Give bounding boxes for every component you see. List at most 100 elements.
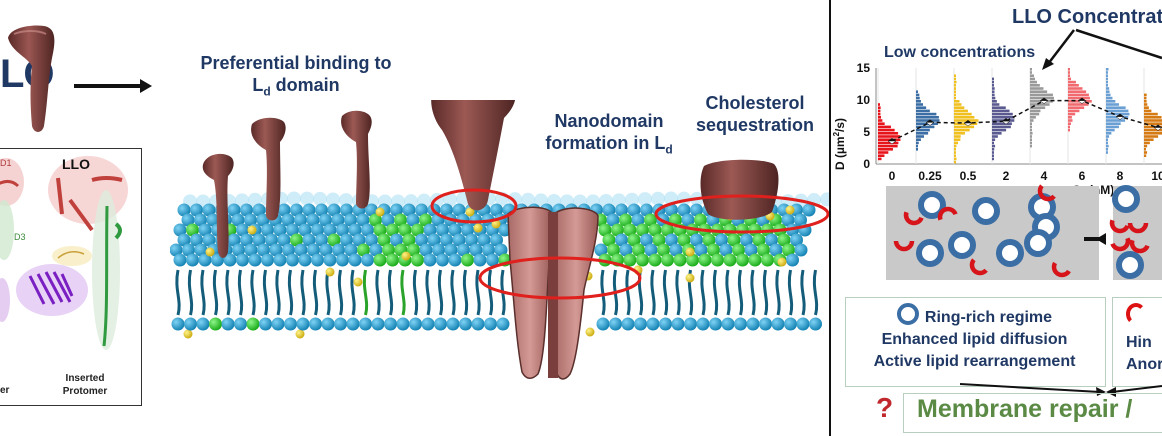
- lipid-head-ld: [452, 203, 466, 217]
- histogram-bin: [954, 90, 956, 93]
- lipid-head-ld: [271, 317, 285, 331]
- lipid-head-lo: [373, 223, 387, 237]
- y-axis-label: D (µm2/s): [832, 117, 847, 170]
- lipid-head-ld: [721, 317, 735, 331]
- lipid-head-ld: [190, 233, 203, 247]
- histogram-bin: [1030, 112, 1040, 116]
- lipid-tail: [350, 269, 356, 316]
- histogram-bin: [992, 77, 994, 81]
- histogram-bin: [954, 151, 956, 154]
- lipid-head-ld: [709, 317, 722, 331]
- lipid-head-ld: [681, 213, 695, 227]
- histogram-bin: [1068, 122, 1071, 125]
- ring-rich-regime-box: [845, 297, 1106, 387]
- lipid-head-ld: [356, 213, 370, 227]
- lipid-head-ld: [427, 233, 441, 247]
- lipid-tail: [262, 269, 269, 316]
- histogram-bin: [1144, 144, 1148, 148]
- histogram-bin: [916, 109, 930, 113]
- lipid-head-ld: [323, 253, 337, 267]
- histogram-bin: [992, 103, 1000, 106]
- lipid-head-lo: [702, 233, 716, 247]
- lipid-head-ld: [171, 317, 185, 331]
- lipid-head-lo: [186, 223, 199, 237]
- histogram-bin: [1030, 87, 1044, 90]
- lipid-tail: [612, 269, 619, 316]
- histogram-bin: [954, 116, 975, 119]
- lipid-tail: [625, 269, 631, 316]
- lipid-head-lo: [386, 223, 399, 237]
- histogram-bin: [1106, 138, 1108, 141]
- histogram-bin: [878, 151, 889, 154]
- lipid-head-ld: [311, 253, 324, 267]
- lipid-head-ld: [273, 223, 287, 237]
- histogram-bin: [954, 96, 956, 100]
- histogram-bin: [916, 112, 937, 116]
- lipid-tail: [762, 269, 769, 316]
- histogram-bin: [954, 119, 979, 122]
- histogram-bin: [878, 119, 883, 122]
- lipid-head-lo: [698, 253, 712, 267]
- domain-label-d3: D3: [14, 232, 26, 242]
- arrow-head-icon: [140, 79, 152, 93]
- histogram-bin: [1068, 68, 1070, 71]
- lipid-head-ld: [615, 203, 628, 217]
- histogram-bin: [1030, 80, 1037, 84]
- lipid-head-ld: [790, 233, 803, 247]
- histogram-bin: [1068, 125, 1070, 129]
- lipid-head-ld: [794, 243, 808, 257]
- converging-arrows: [960, 383, 1162, 397]
- lipid-head-ld: [746, 317, 760, 331]
- histogram-bin: [1030, 90, 1048, 93]
- histogram-bin: [1030, 125, 1032, 129]
- histogram-bin: [1030, 135, 1033, 138]
- lipid-head-ld: [194, 243, 208, 257]
- histogram-bin: [992, 154, 994, 157]
- histogram-bin: [1106, 80, 1108, 84]
- lipid-head-ld: [448, 223, 462, 237]
- cholesterol-molecule: [685, 273, 695, 283]
- histogram-bin: [1106, 106, 1126, 109]
- histogram-bin: [1106, 90, 1110, 93]
- histogram-bin: [1106, 74, 1108, 77]
- lipid-head-ld: [665, 203, 678, 217]
- arc-oligomer: [1037, 184, 1056, 202]
- lipid-head-lo: [652, 233, 666, 247]
- lipid-head-lo: [723, 253, 737, 267]
- histogram-bin: [1144, 119, 1162, 122]
- lipid-tail: [200, 269, 206, 316]
- histogram-bin: [954, 87, 956, 90]
- lipid-head-lo: [711, 253, 724, 267]
- lipid-head-ld: [486, 253, 499, 267]
- histogram-bin: [1030, 116, 1036, 119]
- lipid-head-ld: [309, 317, 322, 331]
- ring-oligomer: [916, 239, 944, 267]
- caption-partial: er: [0, 385, 10, 396]
- lipid-head-lo: [686, 253, 699, 267]
- lipid-head-ld: [182, 243, 195, 257]
- ring-oligomer: [996, 239, 1024, 267]
- histogram-bin: [1106, 151, 1108, 154]
- lipid-head-ld: [640, 233, 653, 247]
- histogram-bin: [1106, 100, 1116, 103]
- histogram-bin: [1106, 141, 1108, 145]
- lipid-head-lo: [648, 223, 662, 237]
- lipid-tail: [462, 269, 469, 316]
- arc-oligomer: [893, 240, 915, 252]
- lipid-head-ld: [769, 243, 783, 257]
- cholesterol-molecule: [325, 267, 335, 277]
- lipid-head-ld: [227, 233, 241, 247]
- histogram-bin: [916, 116, 939, 119]
- lipid-head-ld: [640, 203, 653, 217]
- histogram-bin: [954, 74, 956, 77]
- histogram-bin: [1106, 112, 1130, 116]
- histogram-bin: [1030, 93, 1053, 97]
- data-point-marker: [926, 119, 934, 123]
- lipid-head-lo: [357, 243, 370, 257]
- lipid-head-lo: [623, 253, 637, 267]
- lipid-head-ld: [786, 253, 799, 267]
- lipid-head-ld: [365, 233, 378, 247]
- lipid-head-ld: [602, 203, 616, 217]
- lipid-head-ld: [365, 203, 378, 217]
- lipid-head-ld: [282, 243, 295, 257]
